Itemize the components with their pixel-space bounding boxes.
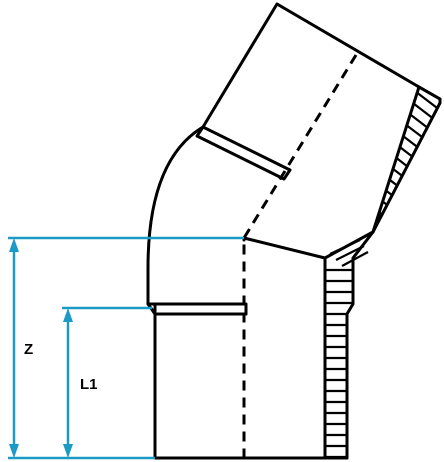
dimension-z: Z bbox=[8, 236, 244, 460]
lower-socket bbox=[153, 304, 349, 460]
hatch-line bbox=[413, 102, 433, 119]
hatch-line bbox=[392, 168, 403, 177]
hatch-line bbox=[409, 113, 428, 129]
dimension-z-arrow-top bbox=[9, 238, 19, 252]
hatch-line bbox=[335, 245, 365, 261]
hatch-line bbox=[402, 135, 418, 148]
hatch-line bbox=[385, 189, 393, 197]
inner-bore-hidden-line bbox=[242, 54, 358, 458]
hatched-wall-section bbox=[323, 85, 442, 460]
hatch-line bbox=[388, 178, 398, 187]
hatch-line bbox=[406, 124, 423, 139]
hatch-line bbox=[329, 239, 361, 255]
dimension-z-arrow-bottom bbox=[9, 444, 19, 458]
hatch-line bbox=[395, 157, 408, 168]
hatch-line bbox=[378, 211, 383, 216]
hatch-line bbox=[341, 251, 369, 267]
hatch-line bbox=[416, 91, 438, 110]
lower-socket-rim bbox=[146, 302, 248, 316]
hatch-line bbox=[381, 200, 388, 206]
dimension-l1-arrow-top bbox=[63, 308, 73, 322]
dimension-l1-arrow-bottom bbox=[63, 444, 73, 458]
hatch-line bbox=[375, 222, 378, 226]
dimension-l1-label: L1 bbox=[80, 376, 98, 393]
upper-socket-rim bbox=[195, 125, 292, 181]
elbow-body bbox=[146, 125, 375, 306]
hatch-line bbox=[399, 146, 413, 158]
upper-socket bbox=[201, 2, 442, 129]
dimension-l1: L1 bbox=[62, 306, 152, 458]
dimension-z-label: Z bbox=[24, 341, 33, 358]
